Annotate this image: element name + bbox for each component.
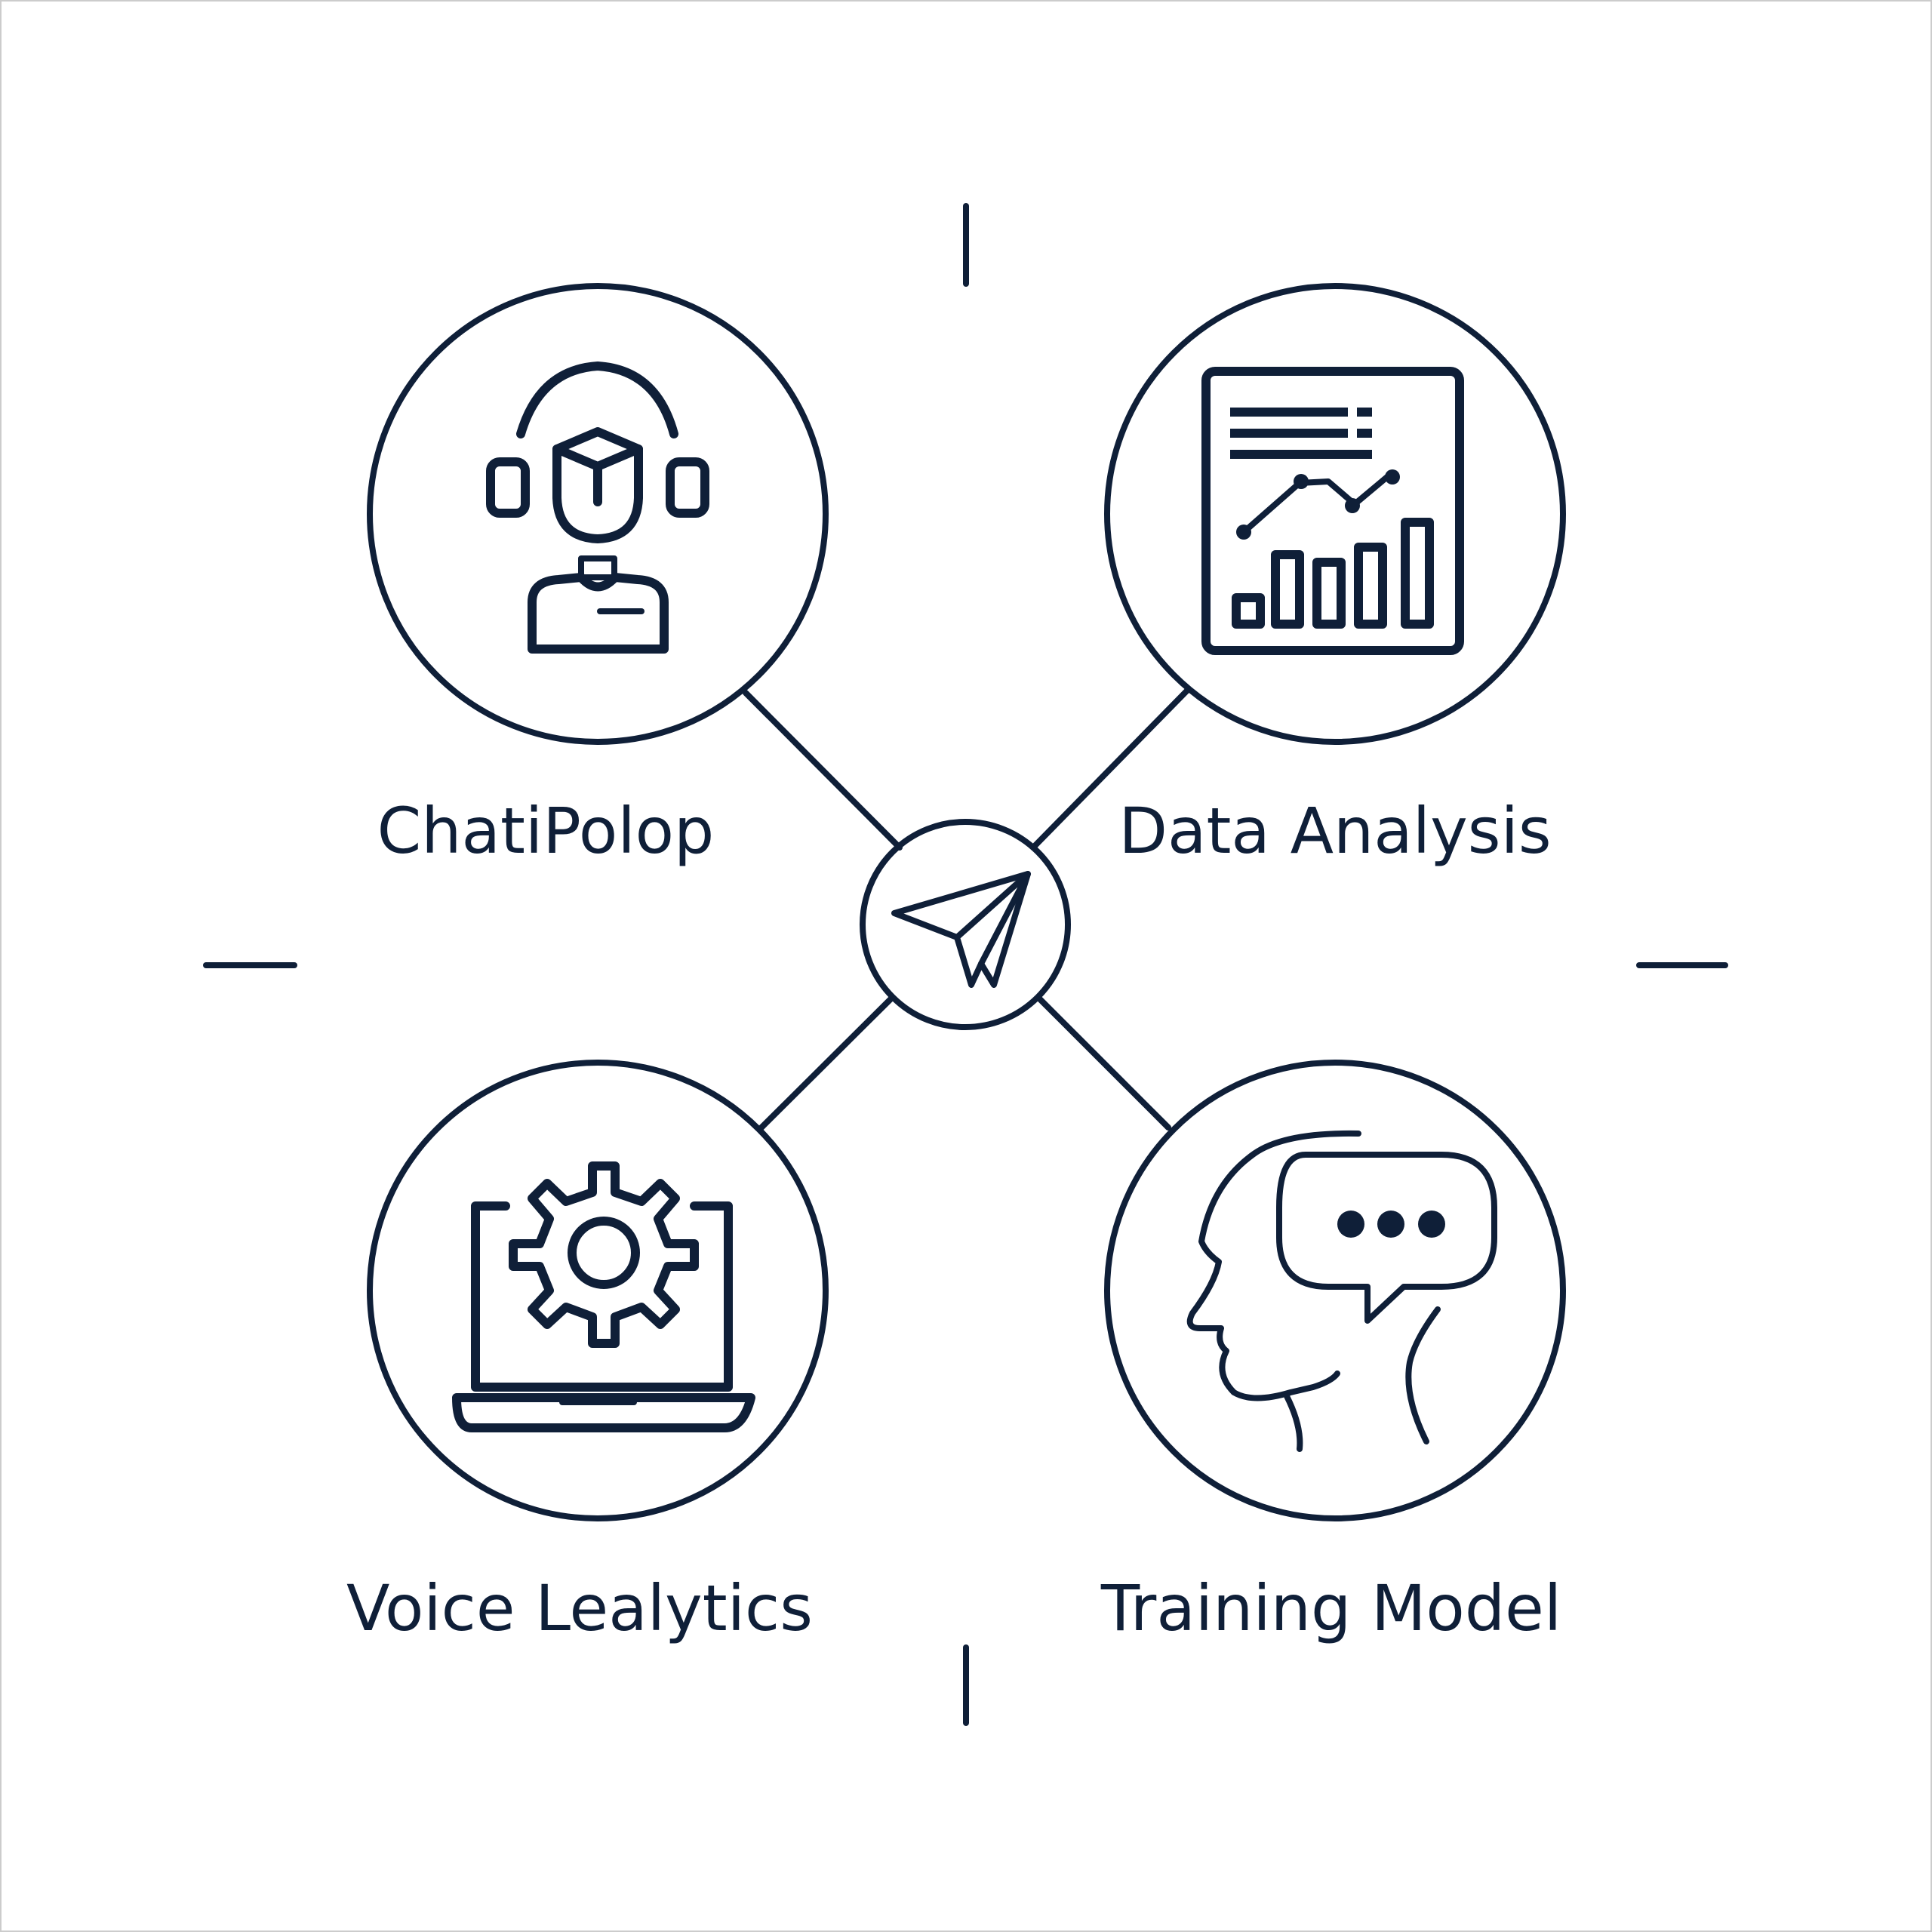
tick-marks: [203, 203, 1728, 1726]
node-chatipolop[interactable]: ChatiPolop: [367, 283, 829, 868]
connector-bottom-right: [1036, 995, 1171, 1131]
node-circle: [1104, 1060, 1566, 1521]
connectors: [743, 688, 1190, 1131]
node-data-analysis[interactable]: Data Analysis: [1104, 283, 1566, 868]
connector-bottom-left: [758, 995, 894, 1131]
node-circle: [367, 283, 829, 745]
report-chart-icon: [1201, 367, 1464, 655]
laptop-gear-icon: [452, 1161, 755, 1432]
node-training-model[interactable]: Training Model: [1100, 1060, 1566, 1645]
node-voice-lealytics[interactable]: Voice Lealytics: [346, 1060, 829, 1645]
connector-top-left: [743, 690, 903, 851]
node-circle: [367, 1060, 829, 1521]
node-label: Training Model: [1100, 1571, 1561, 1645]
support-agent-icon: [486, 361, 709, 654]
node-circle: [1104, 283, 1566, 745]
node-label: Data Analysis: [1118, 794, 1551, 868]
hub-node[interactable]: [860, 819, 1071, 1030]
node-label: ChatiPolop: [377, 794, 715, 868]
paper-plane-icon: [891, 871, 1031, 988]
head-speech-bubble-icon: [1186, 1130, 1497, 1452]
hub-circle: [860, 819, 1071, 1030]
connector-top-right: [1030, 688, 1190, 851]
node-label: Voice Lealytics: [346, 1571, 813, 1645]
